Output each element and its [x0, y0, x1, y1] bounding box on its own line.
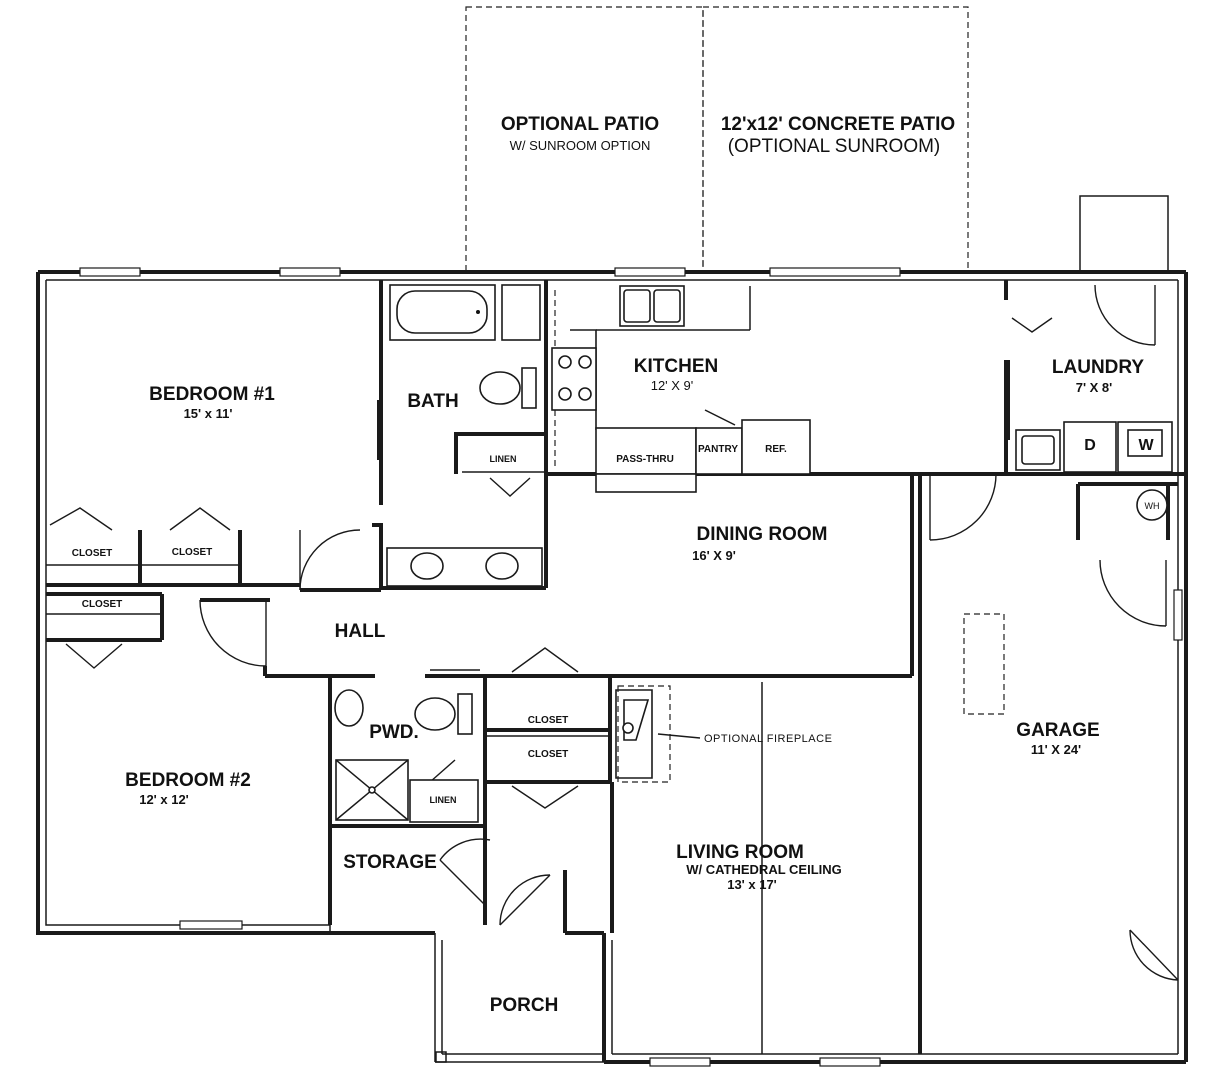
- side-stoop: [1079, 195, 1169, 273]
- fixtures: [334, 284, 1173, 1054]
- ref-label: REF.: [765, 444, 787, 455]
- linen-label: LINEN: [490, 454, 517, 464]
- pwd-label: PWD.: [369, 722, 419, 743]
- fireplace-label: OPTIONAL FIREPLACE: [704, 733, 832, 745]
- garage-dim: 11' X 24': [1031, 742, 1081, 757]
- doors: [49, 284, 1179, 981]
- living-label: LIVING ROOM: [676, 842, 804, 863]
- bedroom2-label: BEDROOM #2: [125, 770, 251, 791]
- laundry-dim: 7' X 8': [1076, 380, 1113, 395]
- bath-label: BATH: [407, 391, 458, 412]
- kitchen-dim: 12' X 9': [651, 378, 694, 393]
- bedroom1-label: BEDROOM #1: [149, 384, 275, 405]
- porch-label: PORCH: [490, 995, 559, 1016]
- garage-label: GARAGE: [1016, 720, 1099, 741]
- linen-label: LINEN: [430, 795, 457, 805]
- water-heater-label: WH: [1145, 501, 1160, 511]
- dining-label: DINING ROOM: [697, 524, 828, 545]
- pass-thru-label: PASS-THRU: [616, 454, 674, 465]
- bedroom2-dim: 12' x 12': [139, 792, 189, 807]
- closet-label: CLOSET: [528, 715, 569, 726]
- closet-label: CLOSET: [72, 548, 113, 559]
- dryer-label: D: [1084, 437, 1096, 454]
- kitchen-label: KITCHEN: [634, 356, 718, 377]
- storage-label: STORAGE: [343, 852, 437, 873]
- living-dim: 13' x 17': [727, 877, 777, 892]
- living-sub: W/ CATHEDRAL CEILING: [686, 862, 842, 877]
- concrete-patio-sub: (OPTIONAL SUNROOM): [728, 136, 941, 157]
- windows: [79, 267, 1183, 1067]
- pantry-label: PANTRY: [698, 444, 738, 455]
- hall-label: HALL: [335, 621, 386, 642]
- optional-patio-label: OPTIONAL PATIO: [501, 114, 659, 135]
- laundry-label: LAUNDRY: [1052, 357, 1145, 378]
- closet-label: CLOSET: [82, 599, 123, 610]
- washer-label: W: [1138, 437, 1154, 454]
- interior-walls: [46, 280, 1186, 1063]
- closet-label: CLOSET: [528, 749, 569, 760]
- closet-label: CLOSET: [172, 547, 213, 558]
- optional-patio-sub: W/ SUNROOM OPTION: [510, 138, 651, 153]
- concrete-patio-label: 12'x12' CONCRETE PATIO: [721, 114, 955, 135]
- dining-dim: 16' X 9': [692, 548, 736, 563]
- bedroom1-dim: 15' x 11': [184, 406, 233, 421]
